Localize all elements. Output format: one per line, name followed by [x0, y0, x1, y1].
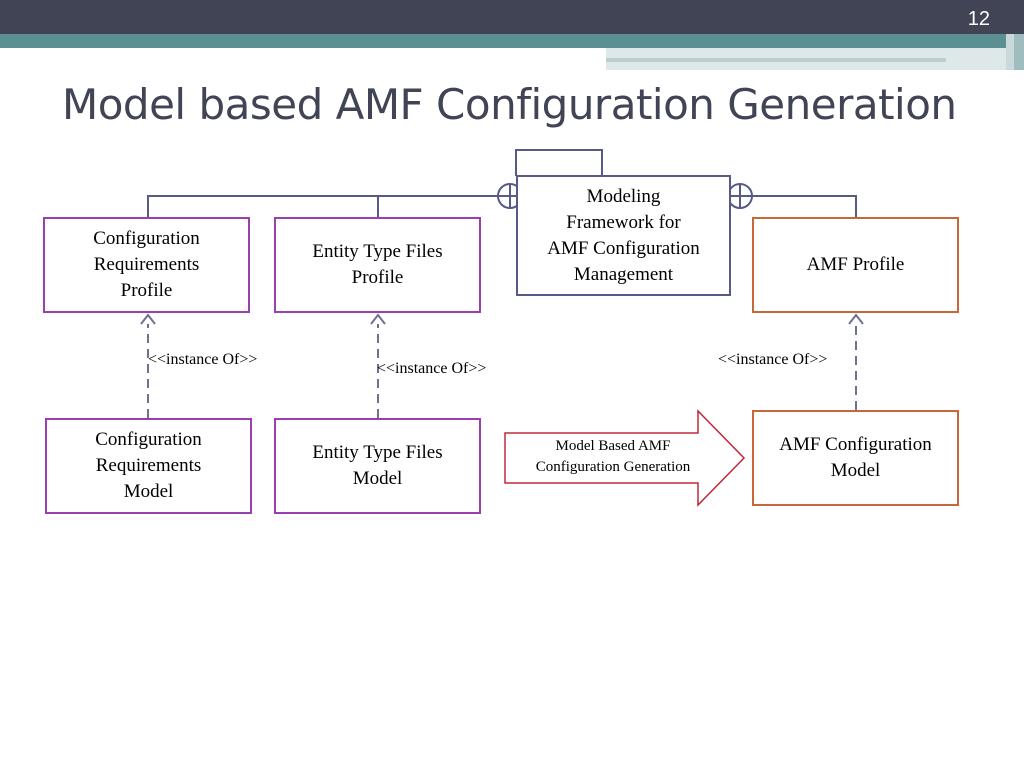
entity-type-files-profile: Entity Type Files Profile: [274, 217, 481, 313]
framework-notch: [515, 149, 603, 176]
right-connector: [752, 195, 857, 218]
entity-type-files-model: Entity Type Files Model: [274, 418, 481, 514]
slide-title: Model based AMF Configuration Generation: [62, 80, 957, 129]
left-connector: [147, 195, 498, 218]
header-stripe: [0, 34, 1024, 48]
instance-of-label-1: <<instance Of>>: [148, 351, 258, 368]
config-requirements-model: Configuration Requirements Model: [45, 418, 252, 514]
slide-number: 12: [967, 8, 990, 30]
instance-of-label-2: <<instance Of>>: [377, 360, 487, 377]
generation-arrow: [504, 409, 746, 507]
header-stripe-corner-dark: [1014, 34, 1024, 70]
generation-arrow-label: Model Based AMF Configuration Generation: [535, 438, 691, 475]
amf-configuration-model: AMF Configuration Model: [752, 410, 959, 506]
config-requirements-profile: Configuration Requirements Profile: [43, 217, 250, 313]
header-stripe-line: [606, 58, 946, 62]
top-bar: [0, 0, 1024, 34]
framework-box: Modeling Framework for AMF Configuration…: [516, 175, 731, 296]
instance-of-label-3: <<instance Of>>: [718, 351, 828, 368]
amf-profile: AMF Profile: [752, 217, 959, 313]
